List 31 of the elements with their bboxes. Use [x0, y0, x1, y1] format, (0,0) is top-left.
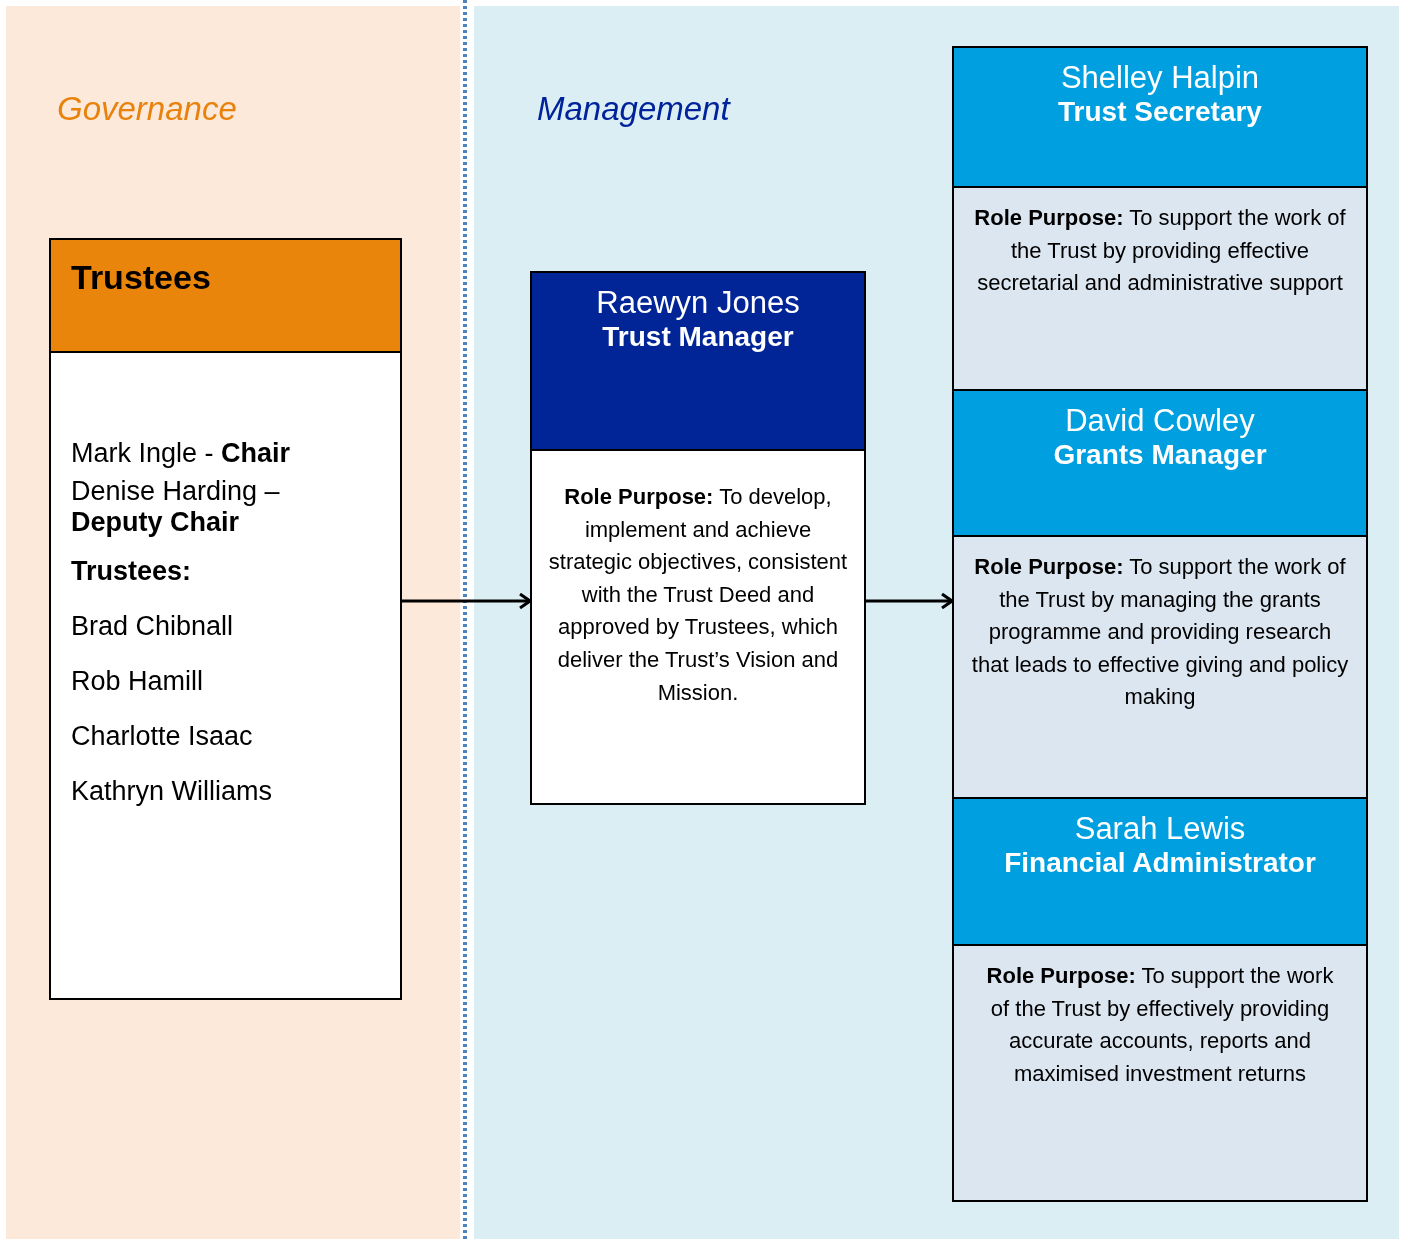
- member-text: Trustees:: [71, 556, 192, 587]
- job-title: Trust Secretary: [1057, 96, 1263, 128]
- section-band: [6, 6, 460, 1239]
- arrow: [402, 592, 532, 610]
- member-text: Charlotte Isaac: [71, 721, 253, 752]
- role-purpose-text: Role Purpose: To support the work of the Trust by effectively providing accurate accounts, reports and maximised investment returns: [985, 962, 1335, 1088]
- member-text: Brad Chibnall: [71, 611, 234, 642]
- section-title: Governance: [57, 90, 237, 128]
- role-purpose-text: Role Purpose: To support the work of the Trust by managing the grants programme and providing research that leads to effective giving and policy making: [970, 553, 1350, 712]
- member-text: Denise Harding – Deputy Chair: [71, 476, 281, 538]
- trustees-card: [49, 238, 402, 1000]
- person-name: David Cowley: [1064, 402, 1256, 439]
- section-band: [474, 6, 1399, 1239]
- role-card: [952, 389, 1368, 799]
- job-title: Grants Manager: [1052, 439, 1268, 471]
- job-title: Trust Manager: [601, 321, 795, 353]
- member-text: Rob Hamill: [71, 666, 204, 697]
- member-text: Mark Ingle - Chair: [71, 438, 291, 469]
- arrow: [866, 592, 954, 610]
- person-name: Raewyn Jones: [595, 284, 801, 321]
- person-name: Sarah Lewis: [1073, 810, 1247, 847]
- role-purpose-text: Role Purpose: To develop, implement and achieve strategic objectives, consistent with the Trust Deed and approved by Trustees, which deliver the Trust’s Vision and Mission.: [547, 483, 849, 707]
- card-title: Trustees: [71, 258, 211, 297]
- member-text: Kathryn Williams: [71, 776, 273, 807]
- role-card: [530, 271, 866, 805]
- role-purpose-text: Role Purpose: To support the work of the Trust by providing effective secretarial and administrative support: [974, 204, 1346, 298]
- role-card: [952, 46, 1368, 391]
- person-name: Shelley Halpin: [1059, 59, 1261, 96]
- job-title: Financial Administrator: [1003, 847, 1317, 879]
- section-title: Management: [537, 90, 730, 128]
- role-card: [952, 797, 1368, 1202]
